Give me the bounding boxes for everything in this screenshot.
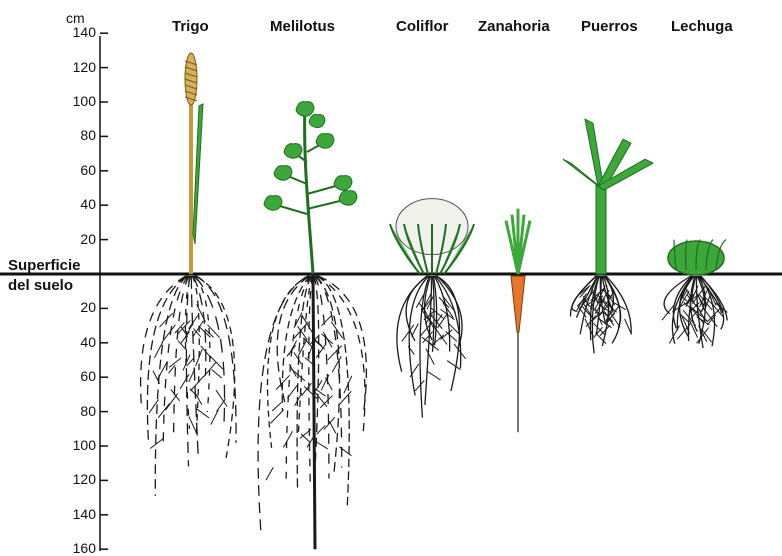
roots-coliflor-rootlet [440, 330, 452, 340]
wheat-leaf [193, 104, 203, 244]
tick-below-160: 160 [60, 540, 96, 556]
roots-trigo-rootlet [212, 370, 222, 378]
leek-shaft [596, 184, 606, 274]
roots-coliflor-rootlet [447, 361, 460, 370]
roots-trigo [141, 276, 236, 496]
roots-melilotus-rootlet [317, 425, 326, 434]
roots-coliflor-rootlet [412, 324, 419, 337]
roots-melilotus-rootlet [328, 346, 342, 360]
roots-coliflor-rootlet [402, 325, 414, 342]
plant-zanahoria [506, 209, 530, 433]
tick-below-140: 140 [60, 506, 96, 522]
plant-coliflor [390, 199, 474, 274]
tick-below-60: 60 [60, 368, 96, 384]
melilotus-leaf [264, 196, 282, 211]
roots-trigo-rootlet [165, 394, 177, 411]
roots-melilotus-rootlet [266, 467, 273, 480]
roots-melilotus [258, 274, 366, 549]
roots-melilotus-rootlet [295, 393, 302, 406]
roots-melilotus-rootlet [294, 352, 301, 363]
roots-trigo-rootlet [171, 389, 180, 401]
roots-melilotus-rootlet [325, 377, 332, 390]
melilotus-leaf [296, 102, 314, 117]
roots-trigo-rootlet [150, 438, 163, 448]
melilotus-leaf [334, 176, 352, 191]
roots-melilotus-rootlet [314, 391, 327, 407]
roots-melilotus-rootlet [270, 410, 283, 424]
plant-label-zanahoria: Zanahoria [478, 18, 550, 35]
plant-melilotus [264, 102, 357, 274]
roots-melilotus-rootlet [283, 431, 292, 447]
plant-label-trigo: Trigo [172, 18, 209, 35]
tick-below-40: 40 [60, 334, 96, 350]
roots-puerros [571, 276, 632, 353]
roots-melilotus-rootlet [321, 334, 333, 344]
roots-coliflor [397, 276, 466, 418]
plant-label-puerros: Puerros [581, 18, 638, 35]
plant-lechuga [668, 240, 726, 275]
roots-melilotus-rootlet [344, 376, 352, 393]
roots-trigo-root [194, 276, 210, 412]
roots-coliflor-rootlet [415, 380, 424, 390]
roots-trigo-root [155, 276, 187, 496]
roots-trigo-rootlet [160, 313, 173, 327]
tick-above-20: 20 [60, 231, 96, 247]
tick-below-120: 120 [60, 471, 96, 487]
roots-puerros-rootlet [593, 327, 602, 338]
roots-coliflor-rootlet [446, 331, 457, 341]
roots-trigo-rootlet [168, 365, 175, 373]
roots-trigo-rootlet [191, 376, 204, 391]
tick-below-20: 20 [60, 299, 96, 315]
roots-coliflor-rootlet [454, 344, 466, 359]
roots-melilotus-root [268, 276, 309, 448]
tick-above-140: 140 [60, 24, 96, 40]
plant-puerros [563, 119, 653, 274]
roots-coliflor-rootlet [427, 371, 441, 380]
roots-puerros-rootlet [593, 323, 605, 335]
roots-melilotus-rootlet [302, 383, 312, 396]
melilotus-leaf [284, 144, 302, 159]
roots-trigo-root [147, 276, 186, 444]
roots-coliflor-root [432, 276, 434, 352]
roots-melilotus-root [286, 276, 311, 486]
roots-trigo-rootlet [211, 410, 218, 425]
tick-above-40: 40 [60, 196, 96, 212]
roots-lechuga [662, 276, 728, 348]
roots-coliflor-rootlet [437, 313, 447, 328]
surface-label-line1: Superficie [8, 256, 81, 276]
roots-trigo-rootlet [189, 315, 198, 328]
plant-label-melilotus: Melilotus [270, 18, 335, 35]
plant-label-coliflor: Coliflor [396, 18, 449, 35]
roots-trigo-root [186, 276, 189, 467]
roots-trigo-rootlet [189, 416, 197, 434]
tick-below-80: 80 [60, 403, 96, 419]
roots-trigo-rootlet [169, 358, 181, 367]
roots-melilotus-rootlet [314, 388, 326, 396]
tick-above-60: 60 [60, 162, 96, 178]
melilotus-leaf [309, 115, 325, 128]
roots-trigo-rootlet [196, 409, 209, 418]
roots-trigo-rootlet [180, 374, 189, 389]
surface-label-line2: del suelo [8, 276, 81, 296]
roots-melilotus-rootlet [272, 403, 281, 411]
roots-melilotus-taproot [313, 274, 315, 549]
roots-melilotus-rootlet [329, 421, 336, 433]
melilotus-stem [305, 102, 313, 274]
tick-below-100: 100 [60, 437, 96, 453]
roots-melilotus-root [298, 276, 312, 435]
tick-above-80: 80 [60, 127, 96, 143]
melilotus-leaf [339, 191, 357, 206]
tick-above-120: 120 [60, 59, 96, 75]
plant-label-lechuga: Lechuga [671, 18, 733, 35]
melilotus-leaf [316, 134, 334, 149]
tick-above-100: 100 [60, 93, 96, 109]
melilotus-leaf [274, 166, 292, 181]
plant-trigo [185, 53, 203, 274]
carrot-root [511, 276, 525, 332]
surface-label: Superficie del suelo [8, 256, 81, 296]
